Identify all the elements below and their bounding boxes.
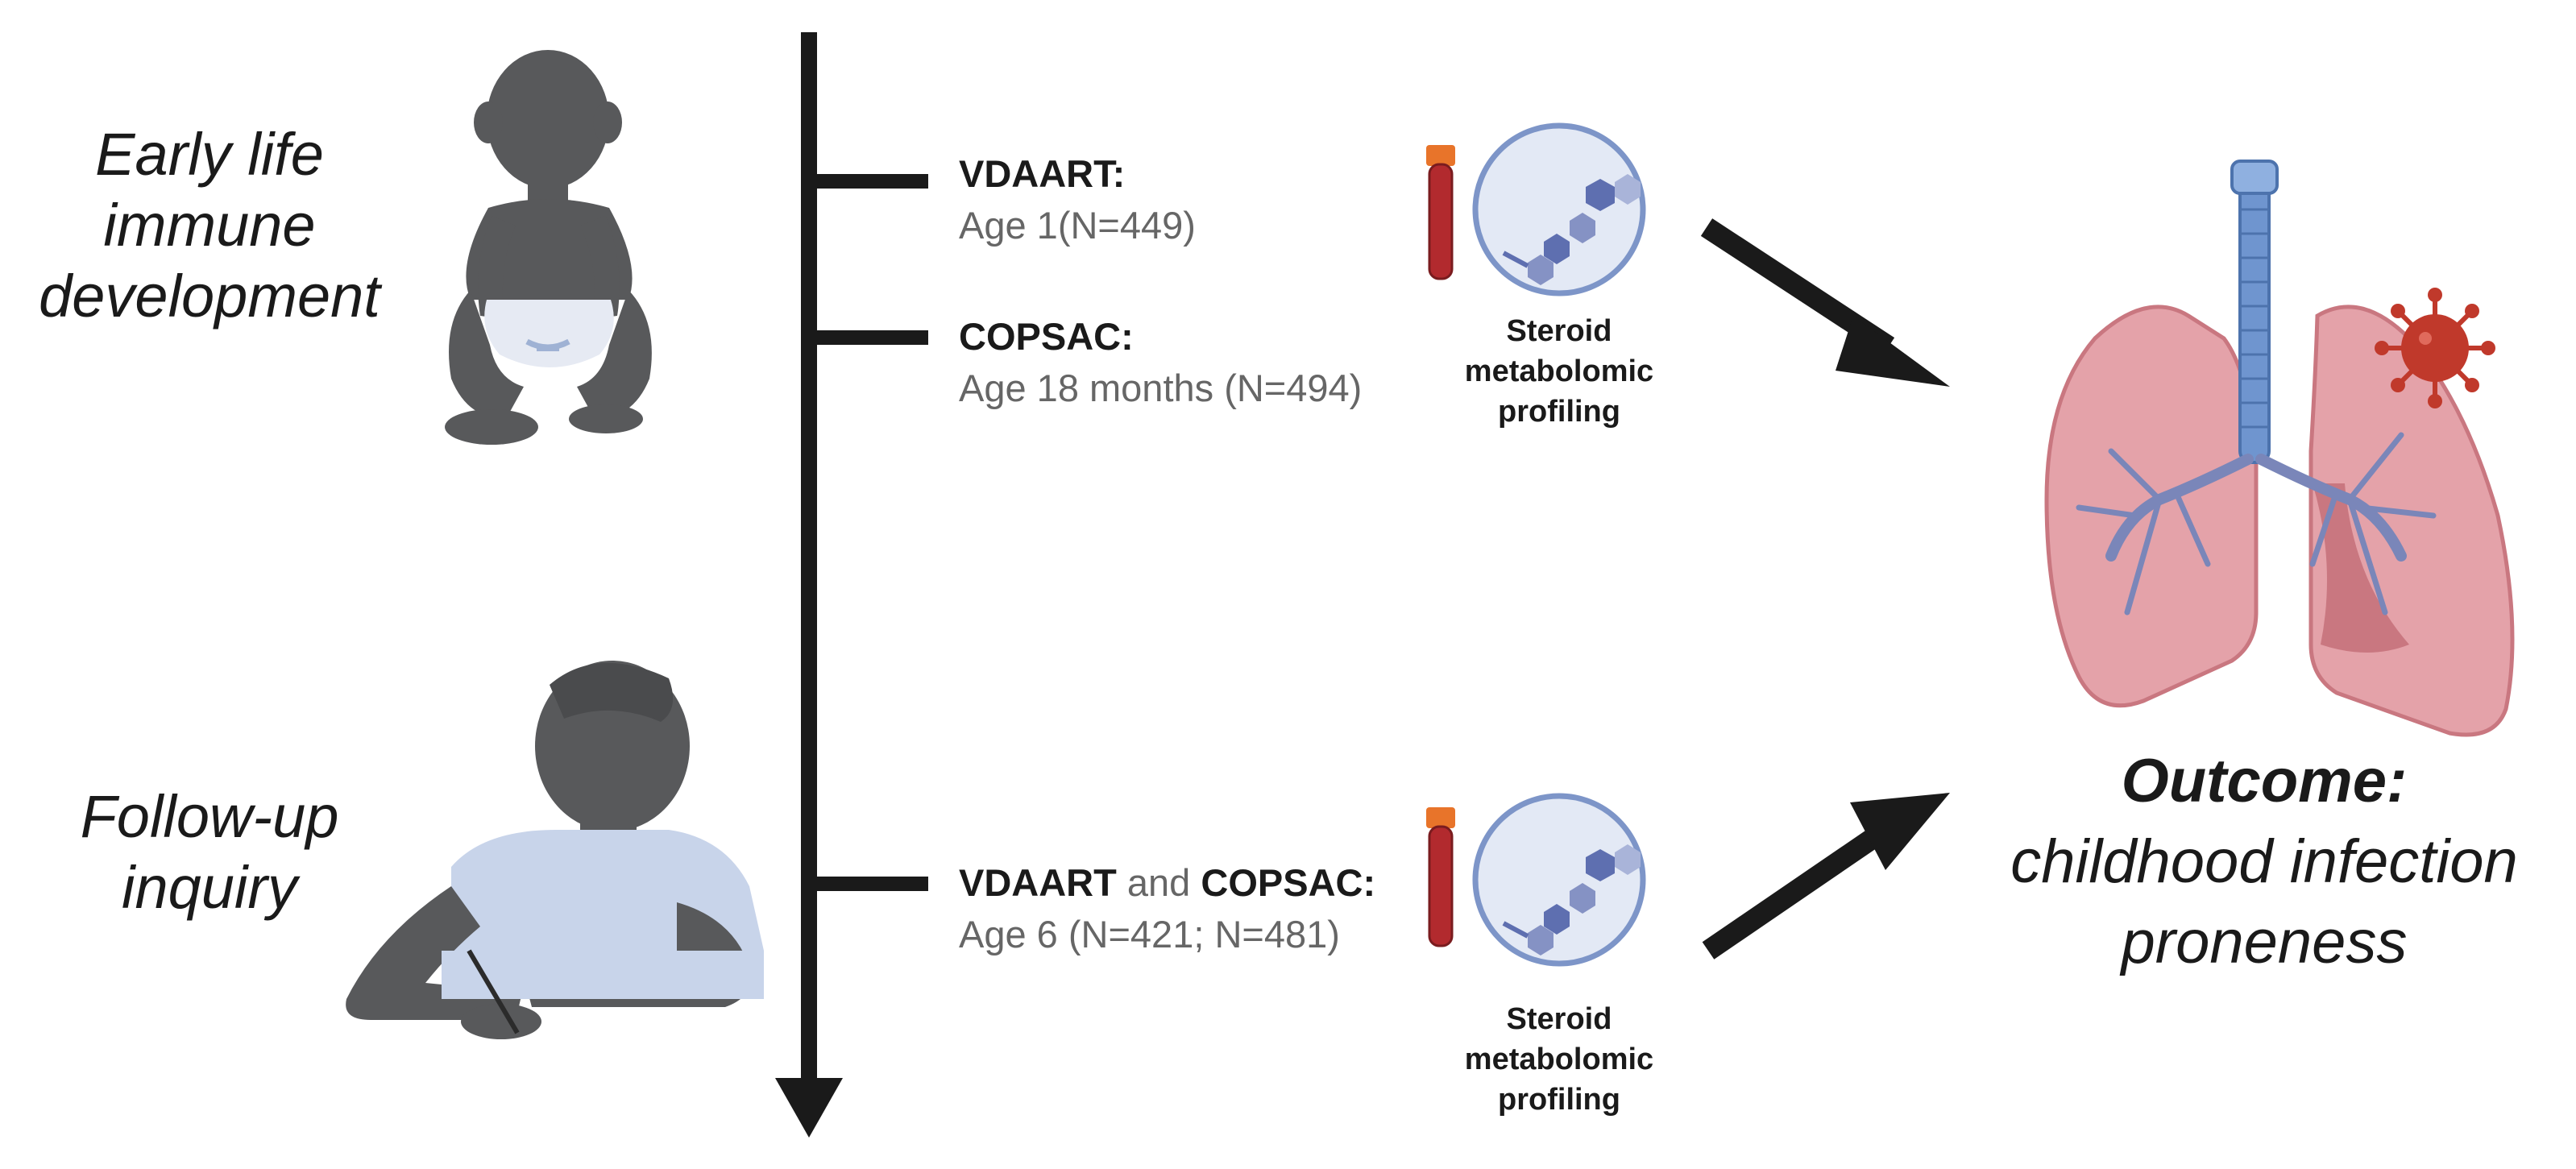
timeline-tick-age6 [817, 877, 928, 891]
cohort-heading: VDAART and COPSAC: [959, 861, 1376, 904]
baby-silhouette-icon [445, 50, 652, 445]
steroid-profiling-label: Steroid metabolomic profiling [1464, 1002, 1654, 1117]
cohort-heading: COPSAC: [959, 315, 1134, 358]
steroid-molecule-icon [1472, 122, 1646, 296]
outcome-line: childhood infection [2010, 827, 2518, 896]
phase-label-early-life: Early life immune development [24, 119, 395, 332]
cohort-label-age6: VDAART and COPSAC: Age 6 (N=421; N=481) [959, 857, 1375, 960]
child-writing-silhouette-icon [346, 661, 764, 1039]
blood-tube-icon [1426, 807, 1455, 947]
cohort-detail: Age 1(N=449) [959, 204, 1196, 247]
timeline-tick-copsac-18m [817, 330, 928, 345]
blood-tube-icon [1426, 145, 1455, 280]
timeline-axis [801, 32, 817, 1096]
timeline-arrowhead [775, 1078, 843, 1138]
outcome-line: proneness [2121, 908, 2408, 976]
phase-label-line: inquiry [122, 854, 297, 921]
outcome-heading: Outcome: [2121, 747, 2408, 815]
outcome-label: Outcome: childhood infection proneness [1950, 741, 2576, 983]
cohort-detail: Age 18 months (N=494) [959, 367, 1363, 409]
phase-label-line: Follow-up [80, 783, 339, 850]
phase-label-line: development [39, 263, 380, 330]
timeline [775, 32, 928, 1138]
cohort-label-copsac-18m: COPSAC: Age 18 months (N=494) [959, 311, 1362, 414]
cohort-detail: Age 6 (N=421; N=481) [959, 913, 1340, 956]
timeline-tick-vdaart-age1 [817, 174, 928, 189]
phase-label-follow-up: Follow-up inquiry [48, 781, 371, 923]
phase-label-line: immune [103, 192, 316, 259]
lungs-icon [2044, 160, 2515, 737]
steroid-molecule-icon [1472, 793, 1646, 967]
steroid-profiling-label: Steroid metabolomic profiling [1464, 314, 1654, 429]
cohort-heading: VDAART: [959, 152, 1126, 195]
cohort-label-vdaart-age1: VDAART: Age 1(N=449) [959, 148, 1196, 251]
virus-icon [2375, 288, 2495, 408]
arrow-to-outcome [1702, 793, 1950, 960]
arrow-to-outcome [1700, 218, 1950, 387]
phase-label-line: Early life [95, 121, 324, 188]
